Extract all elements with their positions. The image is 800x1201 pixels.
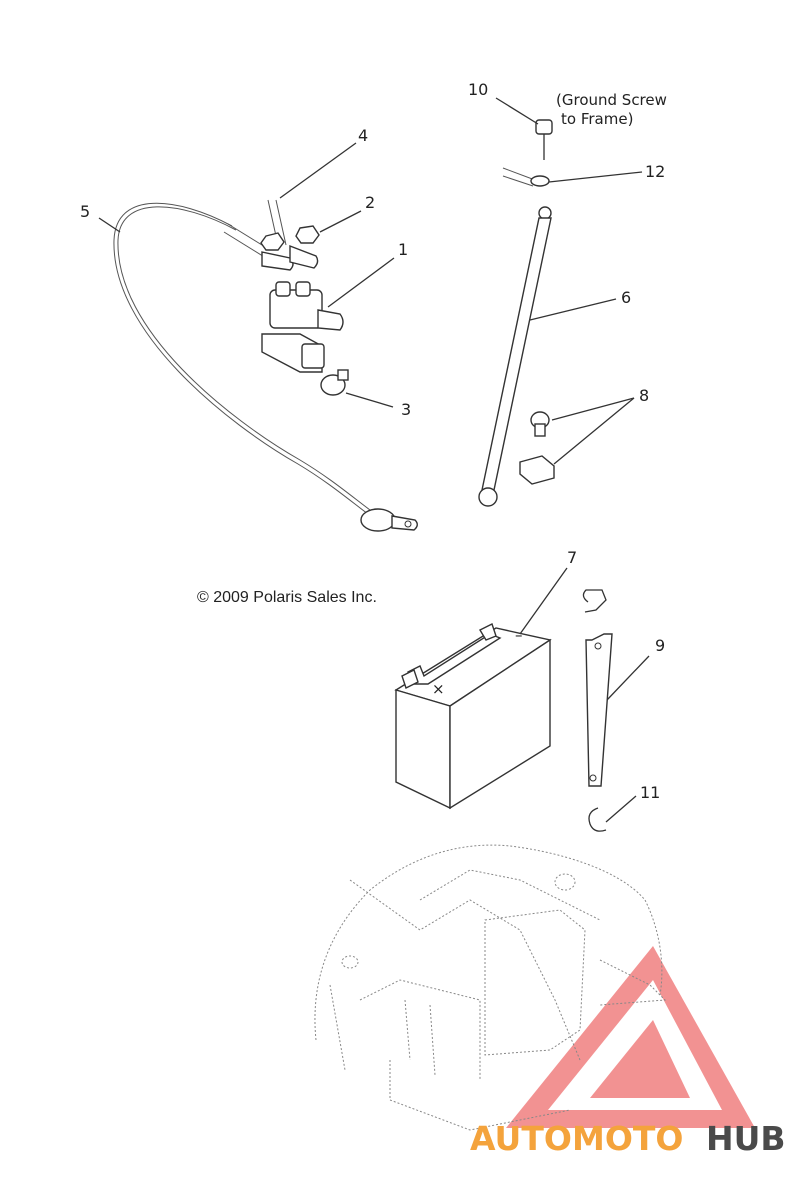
- callout-12: 12: [645, 162, 665, 181]
- cable-leads-part: [223, 199, 320, 271]
- callout-labels: 1 2 3 4 5 6 7 8 9 10 11 12: [80, 80, 665, 802]
- callout-2: 2: [365, 193, 375, 212]
- battery-cable-part: [113, 202, 418, 532]
- leader-lines: [98, 97, 650, 823]
- ground-strap-part: [478, 119, 553, 507]
- battery-negative-mark: –: [515, 626, 523, 644]
- callout-8: 8: [639, 386, 649, 405]
- callout-10: 10: [468, 80, 488, 99]
- watermark-hub: HUB: [706, 1119, 786, 1158]
- battery-part: [394, 623, 552, 810]
- callout-5: 5: [80, 202, 90, 221]
- battery-positive-mark: ×: [432, 680, 445, 698]
- watermark-auto: AUTO: [470, 1119, 572, 1158]
- copyright-text: © 2009 Polaris Sales Inc.: [197, 589, 377, 606]
- callout-1: 1: [398, 240, 408, 259]
- callout-11: 11: [640, 783, 660, 802]
- hold-down-bracket-part: [582, 589, 613, 832]
- bolt-part: [320, 369, 349, 396]
- callout-3: 3: [401, 400, 411, 419]
- watermark-text: AUTO MOTO HUB: [470, 1119, 786, 1158]
- callout-9: 9: [655, 636, 665, 655]
- vehicle-frame-part: [314, 844, 667, 1131]
- ground-screw-note-line2: to Frame): [561, 110, 633, 128]
- callout-6: 6: [621, 288, 631, 307]
- bolt-nut-part: [519, 411, 555, 485]
- callout-4: 4: [358, 126, 368, 145]
- callout-7: 7: [567, 548, 577, 567]
- solenoid-part: [261, 281, 344, 373]
- watermark-logo: [506, 946, 755, 1128]
- watermark-moto: MOTO: [572, 1119, 683, 1158]
- ground-screw-note-line1: (Ground Screw: [556, 91, 667, 109]
